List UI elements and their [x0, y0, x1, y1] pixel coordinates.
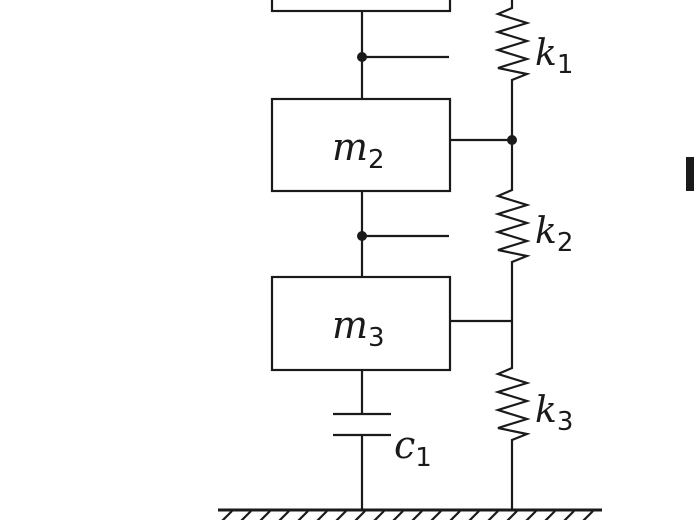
- hatch-line: [392, 510, 404, 520]
- hatch-line: [506, 510, 518, 520]
- mass-m3-symbol: m: [332, 303, 368, 347]
- hatch-line: [335, 510, 347, 520]
- hatch-line: [316, 510, 328, 520]
- hatch-line: [468, 510, 480, 520]
- spring-k2: k2: [494, 140, 573, 321]
- spring-k1-coil: [494, 0, 531, 140]
- hatch-line: [221, 510, 233, 520]
- svg-text:m2: m2: [332, 125, 385, 175]
- mass-m3-box: [270, 275, 452, 372]
- svg-text:k3: k3: [535, 390, 573, 437]
- hatch-line: [544, 510, 556, 520]
- mass-m2-subscript: 2: [368, 145, 385, 175]
- hatch-line: [563, 510, 575, 520]
- svg-text:k2: k2: [535, 211, 573, 258]
- hatch-line: [487, 510, 499, 520]
- hatch-line: [373, 510, 385, 520]
- damper-c1: c1: [333, 370, 432, 510]
- svg-text:m3: m3: [332, 303, 385, 353]
- damper-c1-symbol: c: [394, 423, 415, 467]
- hatch-line: [278, 510, 290, 520]
- svg-text:c1: c1: [394, 423, 432, 473]
- spring-k3-subscript: 3: [557, 407, 574, 437]
- mass-m2-symbol: m: [332, 125, 368, 169]
- spring-k2-symbol: k: [535, 211, 557, 252]
- hatch-line: [525, 510, 537, 520]
- hatch-line: [430, 510, 442, 520]
- ground-hatching: [221, 510, 594, 520]
- hatch-line: [582, 510, 594, 520]
- ground: [218, 508, 602, 520]
- spring-k1-symbol: k: [535, 33, 557, 74]
- spring-k3-symbol: k: [535, 390, 557, 431]
- spring-k1: k1: [494, 0, 573, 140]
- mass-1-box: [270, 0, 452, 13]
- spring-k3: k3: [494, 321, 573, 510]
- hatch-line: [240, 510, 252, 520]
- hatch-line: [411, 510, 423, 520]
- hatch-line: [297, 510, 309, 520]
- spring-k2-subscript: 2: [557, 228, 574, 258]
- mass-m3-subscript: 3: [368, 323, 385, 353]
- spring-k3-coil: [494, 321, 531, 510]
- damper-c1-subscript: 1: [415, 443, 432, 473]
- hatch-line: [449, 510, 461, 520]
- mass-m2: m2: [270, 97, 452, 193]
- mass-m2-box: [270, 97, 452, 193]
- spring-k2-coil: [494, 140, 531, 321]
- hatch-line: [259, 510, 271, 520]
- partial-element-right-edge: [686, 157, 694, 191]
- spring-k1-subscript: 1: [557, 50, 574, 80]
- hatch-line: [354, 510, 366, 520]
- svg-text:k1: k1: [535, 33, 573, 80]
- mass-m3: m3: [270, 275, 452, 372]
